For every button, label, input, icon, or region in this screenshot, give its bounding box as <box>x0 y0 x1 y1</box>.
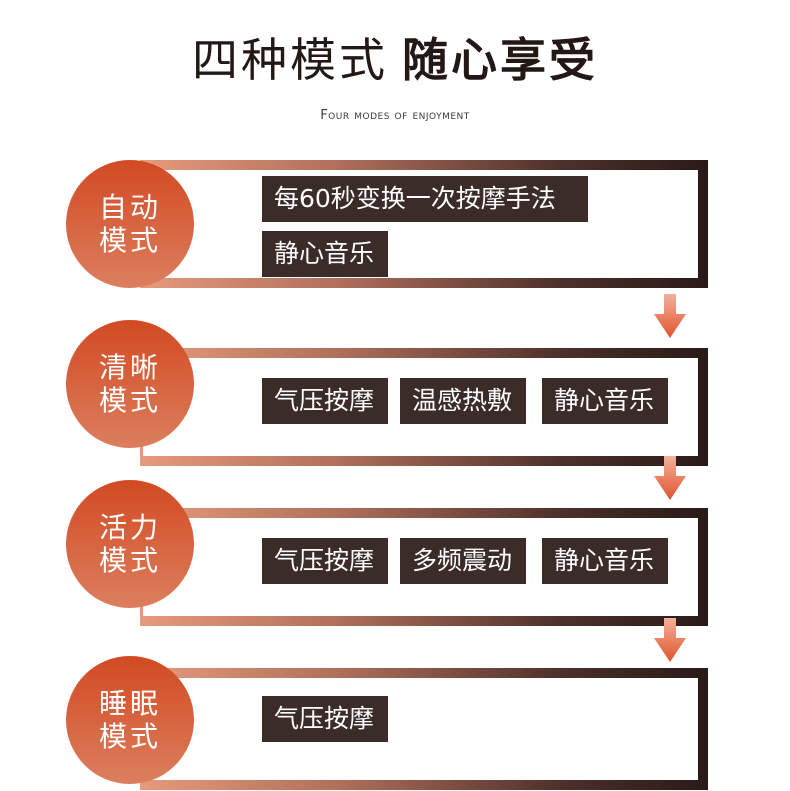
mode-badge-sleep: 睡眠 模式 <box>66 656 194 784</box>
mode-badge-clear: 清晰 模式 <box>66 320 194 448</box>
page-subtitle: Four modes of enjoyment <box>320 108 470 123</box>
mode-frame <box>140 668 708 790</box>
mode-name-line2: 模式 <box>98 224 161 257</box>
feature-tag: 气压按摩 <box>262 378 388 424</box>
feature-tag: 静心音乐 <box>262 231 388 277</box>
mode-badge-auto: 自动 模式 <box>66 160 194 288</box>
feature-tag: 每60秒变换一次按摩手法 <box>262 176 588 222</box>
mode-name-line1: 自动 <box>98 191 161 224</box>
feature-tag: 温感热敷 <box>400 378 526 424</box>
mode-name-line2: 模式 <box>98 384 161 417</box>
down-arrow-icon <box>654 456 686 500</box>
feature-tag: 静心音乐 <box>542 378 668 424</box>
feature-tag: 气压按摩 <box>262 696 388 742</box>
down-arrow-icon <box>654 618 686 662</box>
mode-name-line2: 模式 <box>98 544 161 577</box>
feature-tag: 静心音乐 <box>542 538 668 584</box>
mode-name-line1: 清晰 <box>98 351 161 384</box>
feature-tag: 多频震动 <box>400 538 526 584</box>
mode-name-line2: 模式 <box>98 720 161 753</box>
mode-name-line1: 活力 <box>98 511 161 544</box>
feature-tag: 气压按摩 <box>262 538 388 584</box>
mode-name-line1: 睡眠 <box>98 687 161 720</box>
down-arrow-icon <box>654 294 686 338</box>
page-title: 四种模式随心享受 <box>0 30 790 90</box>
mode-badge-vitality: 活力 模式 <box>66 480 194 608</box>
title-bold: 随心享受 <box>402 33 598 87</box>
title-main: 四种模式 <box>192 33 388 87</box>
